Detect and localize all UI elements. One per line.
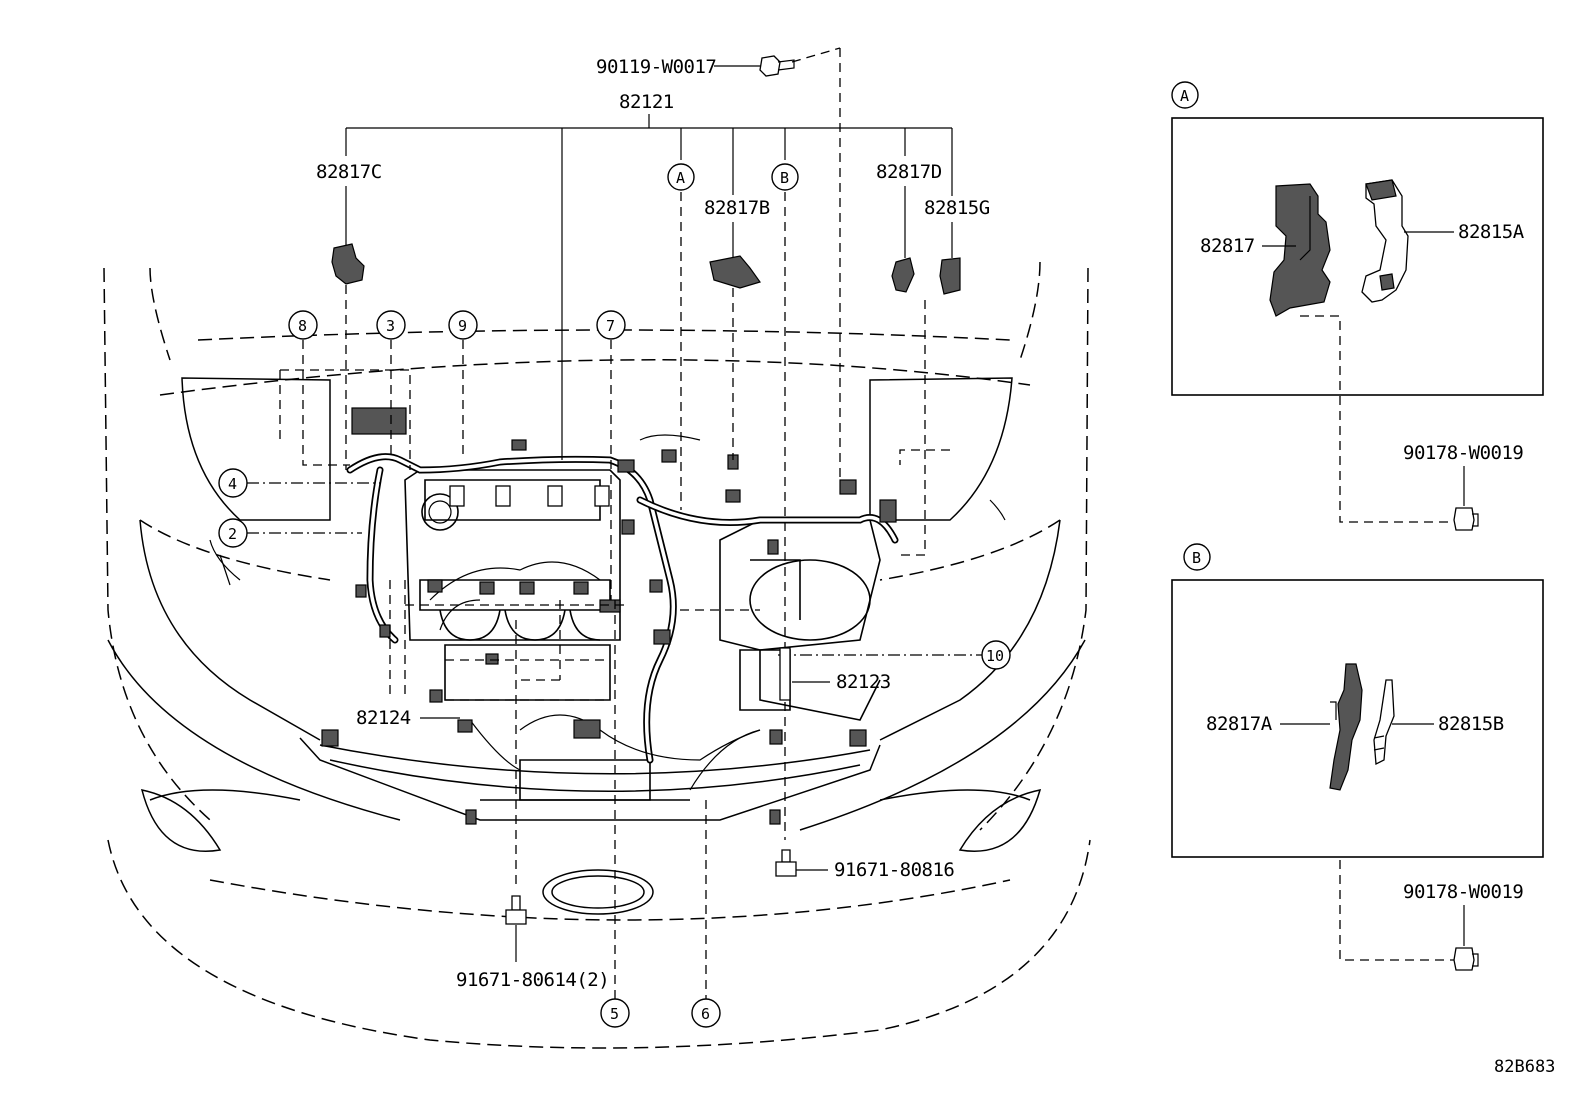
block-82817b-shape <box>709 255 761 289</box>
label-bolt-91671-80614: 91671-80614(2) <box>456 969 609 991</box>
ignition-coils <box>427 485 610 595</box>
callout-2: 2 <box>218 518 248 548</box>
svg-text:7: 7 <box>606 317 615 335</box>
callout-7: 7 <box>596 310 626 340</box>
label-harness-82124: 82124 <box>356 707 411 729</box>
svg-text:5: 5 <box>610 1005 619 1023</box>
callout-10: 10 <box>981 640 1011 670</box>
inset-b-part-right: 82815B <box>1438 713 1504 735</box>
svg-text:4: 4 <box>228 475 237 493</box>
svg-text:B: B <box>780 169 789 187</box>
leader-lines <box>247 47 982 1000</box>
svg-text:A: A <box>676 169 685 187</box>
label-cover-82815g: 82815G <box>924 197 990 219</box>
inset-b: B 82817A 82815B 90178-W0019 <box>1171 543 1544 971</box>
bolt-91671-80614-shape <box>505 895 527 925</box>
engine-bay <box>321 407 899 825</box>
label-clamp-82817d: 82817D <box>876 161 942 183</box>
callout-letter-a: A <box>667 163 695 191</box>
label-bolt-90119-w0017: 90119-W0017 <box>596 56 716 78</box>
callout-5: 5 <box>600 998 630 1028</box>
inset-a-letter: A <box>1180 87 1189 105</box>
harness-82123-shape <box>779 647 791 701</box>
clamp-82817d-shape <box>891 257 915 293</box>
inset-a: A 82817 82815A 90178-W0019 <box>1171 81 1544 531</box>
inset-b-part-left: 82817A <box>1206 713 1273 735</box>
label-bolt-91671-80816: 91671-80816 <box>834 859 954 881</box>
svg-text:8: 8 <box>298 317 307 335</box>
label-harness-82123: 82123 <box>836 671 891 693</box>
bolt-90119-shape <box>759 55 795 77</box>
svg-text:3: 3 <box>386 317 395 335</box>
callout-4: 4 <box>218 468 248 498</box>
inset-b-clip: 90178-W0019 <box>1403 881 1523 903</box>
inset-a-clip: 90178-W0019 <box>1403 442 1523 464</box>
cover-82815g-shape <box>939 257 961 295</box>
label-harness-82121: 82121 <box>619 91 674 113</box>
callout-3: 3 <box>376 310 406 340</box>
diagram-code: 82B683 <box>1494 1057 1555 1077</box>
clamp-82817c-shape <box>331 243 365 285</box>
label-clamp-82817c: 82817C <box>316 161 382 183</box>
callout-9: 9 <box>448 310 478 340</box>
callout-6: 6 <box>691 998 721 1028</box>
inset-a-part-left: 82817 <box>1200 235 1255 257</box>
inset-b-letter: B <box>1192 549 1201 567</box>
svg-text:9: 9 <box>458 317 467 335</box>
inset-a-part-right: 82815A <box>1458 221 1525 243</box>
label-block-82817b: 82817B <box>704 197 770 219</box>
svg-text:10: 10 <box>986 647 1004 665</box>
callout-letter-b: B <box>771 163 799 191</box>
svg-text:6: 6 <box>701 1005 710 1023</box>
vehicle-front-outline <box>103 261 1091 1049</box>
bolt-91671-80816-shape <box>775 849 797 877</box>
svg-text:2: 2 <box>228 525 237 543</box>
callout-8: 8 <box>288 310 318 340</box>
